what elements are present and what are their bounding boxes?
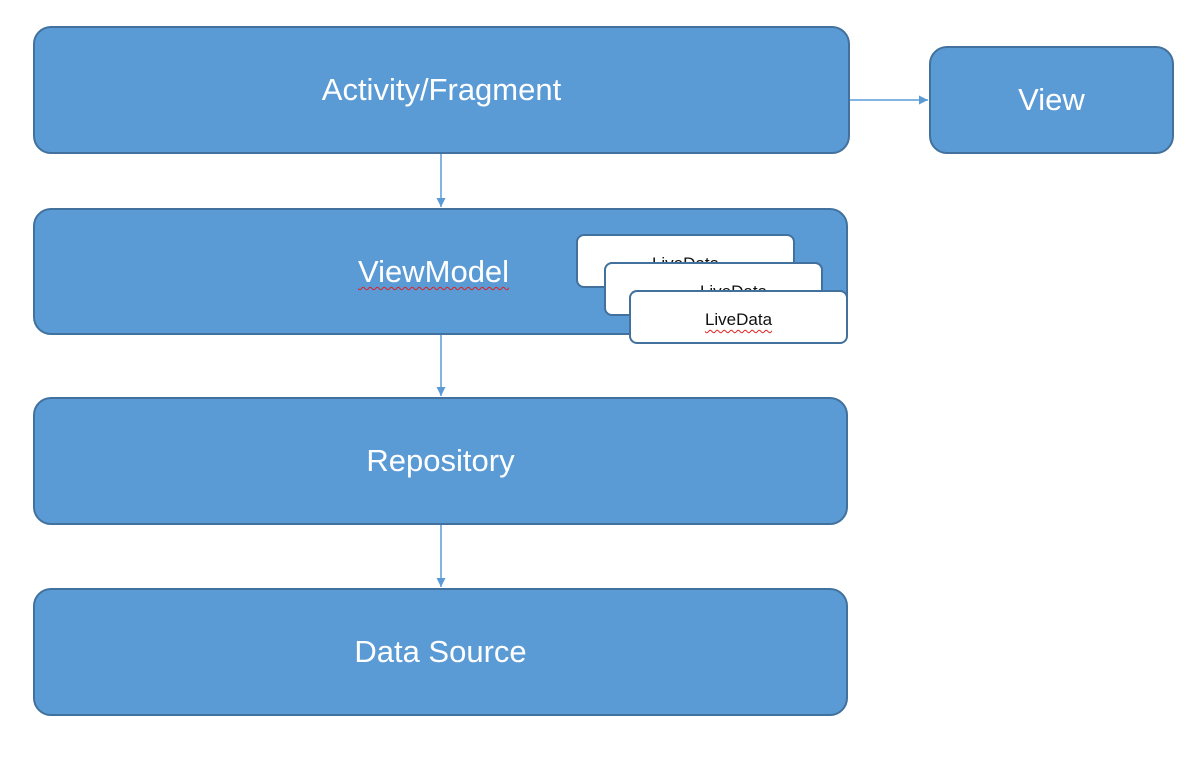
repository-label: Repository (366, 443, 515, 478)
view-label: View (1018, 82, 1085, 117)
livedata-label: LiveData (704, 310, 773, 329)
view-box: View (929, 46, 1174, 154)
activity-fragment-label: Activity/Fragment (321, 72, 562, 107)
data-source-label: Data Source (354, 634, 527, 669)
livedata-card-front: LiveData (629, 290, 848, 344)
viewmodel-label: ViewModel (358, 254, 510, 289)
repository-box: Repository (33, 397, 848, 525)
activity-fragment-box: Activity/Fragment (33, 26, 850, 154)
data-source-box: Data Source (33, 588, 848, 716)
